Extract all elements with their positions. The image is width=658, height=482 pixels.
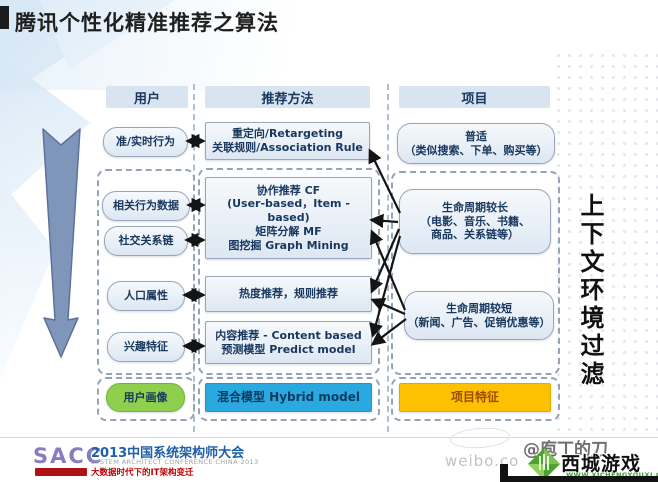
item-footer-frame <box>391 377 560 421</box>
node-short-lifecycle: 生命周期较短 （新闻、广告、促销优惠等） <box>404 291 554 340</box>
node-item-features: 项目特征 <box>399 383 551 412</box>
watermark-frame <box>500 476 658 482</box>
node-content-based: 内容推荐 - Content based 预测模型 Predict model <box>205 321 372 364</box>
column-divider <box>387 84 389 432</box>
user-footer-frame <box>97 377 195 421</box>
conference-theme: 大数据时代下的IT架构变迁 <box>91 468 194 478</box>
node-universal: 普适 （类似搜索、下单、购买等） <box>397 123 555 164</box>
node-collaborative-filtering: 协作推荐 CF (User-based，Item - based) 矩阵分解 M… <box>205 177 372 259</box>
node-realtime-behavior: 准/实时行为 <box>103 127 188 157</box>
node-retargeting: 重定向/Retargeting 关联规则/Association Rule <box>205 122 370 160</box>
page-title: 腾讯个性化精准推荐之算法 <box>15 11 279 35</box>
sacc-logo: SACC <box>33 444 104 468</box>
column-header-user: 用户 <box>106 86 188 108</box>
sacc-logo-banner <box>35 468 87 476</box>
footer-divider <box>0 437 658 438</box>
node-hybrid-model: 混合模型 Hybrid model <box>205 383 372 412</box>
game-site-logo-icon <box>528 448 560 480</box>
weibo-url-watermark: weibo.co <box>445 452 520 470</box>
user-group-frame <box>97 169 195 375</box>
column-header-method: 推荐方法 <box>205 86 370 108</box>
conference-name: 2013中国系统架构师大会 <box>91 446 245 461</box>
big-down-arrow <box>42 128 81 358</box>
node-interest-features: 兴趣特征 <box>107 332 185 362</box>
crystal-decoration <box>0 55 90 205</box>
node-long-lifecycle: 生命周期较长 （电影、音乐、书籍、 商品、关系链等） <box>399 189 551 254</box>
node-user-profile: 用户画像 <box>106 383 185 412</box>
method-footer-frame <box>198 377 380 421</box>
column-header-item: 项目 <box>399 86 550 108</box>
node-popularity-rules: 热度推荐，规则推荐 <box>205 276 372 312</box>
game-site-url: WWW.XICHENGYOUXI.COM <box>566 471 658 479</box>
watermark-frame <box>500 464 508 482</box>
context-filter-label: 上下文环境过滤 <box>576 193 604 389</box>
crystal-decoration <box>0 180 55 380</box>
node-behavior-data: 相关行为数据 <box>102 191 190 221</box>
weibo-logo-sketch <box>449 425 511 451</box>
conference-name-english: SYSTEM ARCHITECT CONFERENCE CHINA 2013 <box>91 458 259 466</box>
node-demographics: 人口属性 <box>107 281 185 311</box>
title-accent-bar <box>0 6 9 29</box>
node-social-chain: 社交关系链 <box>104 226 188 256</box>
